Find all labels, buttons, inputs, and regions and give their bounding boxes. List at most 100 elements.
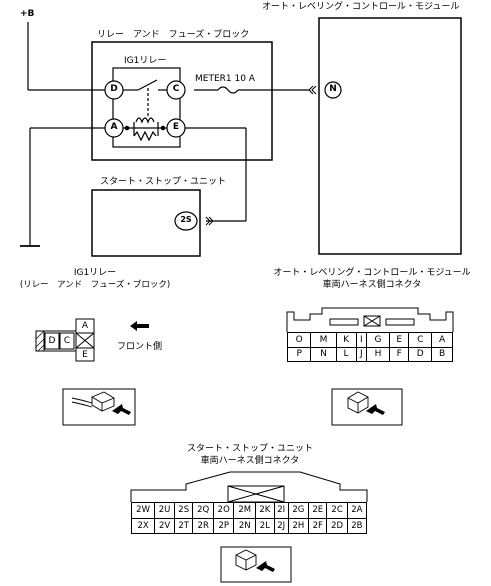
unit-pin: 2X — [130, 517, 156, 534]
module-pin: M — [310, 332, 337, 348]
unit-pin: 2J — [273, 517, 289, 534]
relay-connector-hatch — [35, 330, 45, 352]
terminal-n-label: N — [329, 84, 337, 94]
module-pin: P — [286, 346, 312, 362]
terminal-d — [104, 80, 124, 100]
unit-connector-pin-table: 2W 2U 2S 2Q 2O 2M 2K 2I 2G 2E 2C 2A 2X 2… — [130, 502, 368, 534]
start-stop-unit-label: スタート・ストップ・ユニット — [100, 177, 227, 187]
auto-leveling-module-box — [318, 17, 462, 255]
unit-pin: 2Q — [192, 502, 214, 519]
module-connector-mark — [308, 85, 317, 95]
terminal-a — [104, 118, 124, 138]
unit-pin: 2U — [154, 502, 175, 519]
unit-pin: 2N — [233, 517, 256, 534]
relay-pictogram-wire — [71, 397, 93, 408]
supply-label: +B — [20, 9, 35, 19]
module-pin: J — [355, 346, 368, 362]
relay-fuse-block-label: リレー アンド フューズ・ブロック — [97, 30, 250, 40]
unit-view-box — [220, 546, 292, 583]
terminal-2s — [174, 211, 198, 231]
unit-pin: 2L — [254, 517, 275, 534]
module-connector-title: オート・レベリング・コントロール・モジュール — [273, 268, 471, 278]
unit-pin: 2C — [326, 502, 348, 519]
relay-connector-pin-d: D — [48, 336, 56, 346]
terminal-c — [166, 80, 186, 100]
module-pin: C — [408, 332, 433, 348]
unit-pin: 2I — [273, 502, 289, 519]
start-stop-unit-box — [91, 189, 201, 257]
unit-pin: 2T — [173, 517, 194, 534]
relay-connector-pin-c: C — [63, 336, 71, 346]
module-pin: F — [389, 346, 410, 362]
relay-pictogram-arrow — [112, 404, 131, 415]
relay-pictogram-icon — [91, 391, 115, 412]
module-pictogram-arrow — [366, 404, 385, 415]
unit-pin: 2F — [308, 517, 328, 534]
unit-pictogram-icon — [235, 549, 257, 571]
ig1-relay-outline — [112, 67, 181, 148]
unit-pin: 2D — [326, 517, 348, 534]
relay-connector-column — [75, 318, 95, 362]
terminal-2s-label: 2S — [180, 215, 192, 224]
relay-resistor — [133, 130, 157, 142]
module-pin: D — [408, 346, 433, 362]
ig1-relay-connector-subtitle: (リレー アンド フューズ・ブロック) — [19, 280, 171, 290]
unit-pin: 2S — [173, 502, 194, 519]
junction-dot-right — [160, 125, 166, 131]
unit-connector-housing — [130, 471, 368, 502]
front-side-label: フロント側 — [117, 342, 163, 352]
module-pin: N — [310, 346, 337, 362]
unit-pin: 2E — [308, 502, 328, 519]
module-pin: O — [286, 332, 312, 348]
relay-fuse-block-outline — [91, 41, 273, 161]
relay-switch-blade — [137, 79, 158, 91]
unit-connector-title: スタート・ストップ・ユニット — [186, 444, 313, 454]
relay-connector-pin-e: E — [82, 350, 88, 360]
unit-pin: 2A — [346, 502, 368, 519]
unit-connector-lock — [227, 485, 285, 503]
module-pin: L — [335, 346, 357, 362]
unit-pictogram-arrow — [256, 561, 275, 572]
module-lock-x2 — [363, 315, 381, 327]
fuse-label: METER1 10 A — [195, 74, 255, 84]
relay-connector-cell-d — [44, 332, 60, 350]
junction-dot-left — [124, 125, 130, 131]
module-pin: E — [389, 332, 410, 348]
module-pin: K — [335, 332, 357, 348]
unit-lock-x2 — [227, 485, 285, 503]
module-connector-tab-left — [329, 318, 359, 326]
auto-leveling-module-label: オート・レベリング・コントロール・モジュール — [262, 2, 460, 12]
module-connector-lock — [363, 315, 381, 327]
terminal-d-label: D — [110, 84, 118, 94]
module-connector-row-2: P N L J H F D B — [286, 346, 453, 362]
unit-pin: 2M — [233, 502, 256, 519]
module-connector-pin-table: O M K I G E C A P N L J H F D B — [286, 332, 453, 362]
module-pictogram-icon — [347, 391, 369, 414]
front-arrow — [130, 321, 149, 331]
module-connector-tab-right — [385, 318, 415, 326]
terminal-e-label: E — [172, 122, 180, 132]
module-pin: B — [431, 346, 453, 362]
unit-pin: 2K — [254, 502, 275, 519]
terminal-e — [166, 118, 186, 138]
module-pin: A — [431, 332, 453, 348]
terminal-n — [324, 81, 342, 99]
module-pin: I — [355, 332, 368, 348]
fuse-symbol — [217, 86, 239, 94]
unit-pin: 2B — [346, 517, 368, 534]
unit-connector-row-2: 2X 2V 2T 2R 2P 2N 2L 2J 2H 2F 2D 2B — [130, 517, 368, 534]
unit-pin: 2R — [192, 517, 214, 534]
module-connector-subtitle: 車両ハーネス側コネクタ — [322, 280, 422, 290]
unit-pin: 2P — [212, 517, 235, 534]
relay-connector-x2 — [75, 332, 95, 349]
relay-coil — [135, 117, 155, 124]
terminal-c-label: C — [172, 84, 180, 94]
unit-connector-subtitle: 車両ハーネス側コネクタ — [200, 456, 300, 466]
ig1-relay-label: IG1リレー — [124, 56, 167, 66]
relay-connector-cell-c — [59, 332, 75, 350]
relay-connector-pin-a: A — [81, 321, 89, 331]
module-connector-row-1: O M K I G E C A — [286, 332, 453, 348]
module-pin: G — [366, 332, 391, 348]
unit-pin: 2H — [287, 517, 310, 534]
